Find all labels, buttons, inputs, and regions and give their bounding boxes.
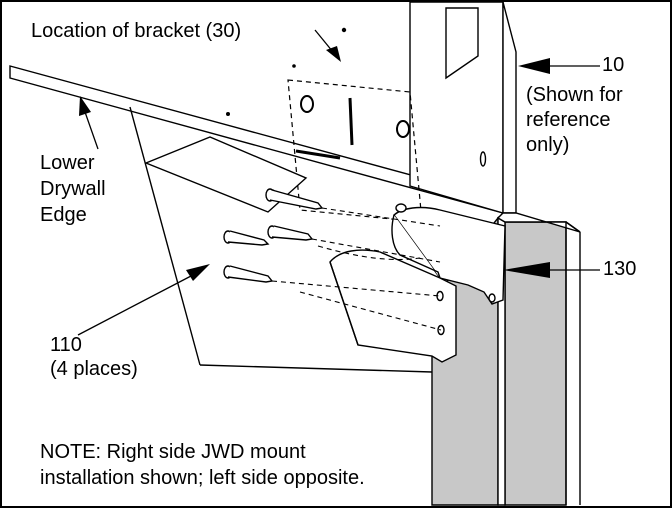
part-110-quantity: (4 places) [50, 358, 138, 380]
part-10-number: 10 [602, 54, 625, 76]
screw [223, 230, 270, 246]
drywall-edge-label-line-1: Lower [40, 152, 95, 174]
drywall-panel [9, 65, 504, 373]
part-130-label: 130 [603, 258, 637, 280]
part-10-reference-panel [409, 1, 517, 214]
screw [267, 225, 314, 241]
arrow-to-screw [186, 264, 210, 281]
installation-note-line-2: installation shown; left side opposite. [40, 467, 365, 489]
installation-note-line-1: NOTE: Right side JWD mount [40, 441, 306, 463]
arrow-to-part-130 [503, 262, 550, 278]
screws-110 [223, 188, 324, 283]
drywall-edge-label-line-2: Drywall [40, 178, 106, 200]
drywall-edge-label-line-3: Edge [40, 204, 87, 226]
screw [223, 265, 274, 283]
leader-lines [77, 29, 600, 336]
bracket-location-label: Location of bracket (30) [31, 20, 242, 42]
leader-arrowheads [79, 46, 550, 281]
bracket-130 [329, 203, 506, 363]
arrow-to-drywall-edge [79, 96, 91, 116]
part-10-note-line-2: reference [526, 109, 611, 131]
arrow-to-part-10 [518, 58, 550, 74]
part-10-note-line-3: only) [526, 134, 570, 156]
part-10-note-line-1: (Shown for [526, 84, 623, 106]
part-110-number: 110 [50, 334, 82, 356]
arrow-to-bracket-location [326, 46, 341, 62]
bracket-30-location [226, 27, 423, 223]
screw-paths [271, 207, 442, 331]
